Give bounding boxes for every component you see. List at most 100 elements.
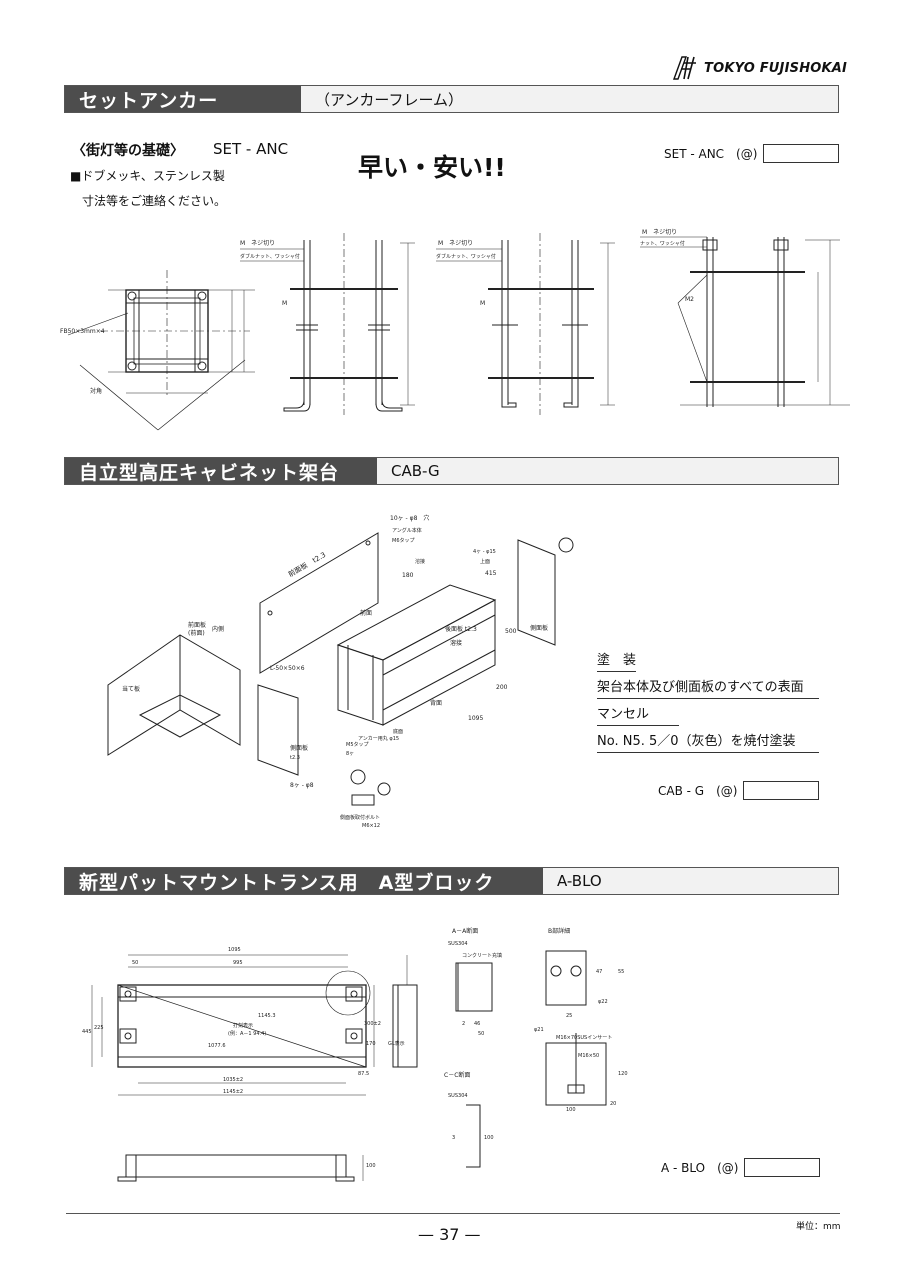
d1095-label: 1095 — [228, 947, 241, 953]
d50-label-a: 50 — [132, 960, 138, 966]
price-box — [744, 1158, 821, 1177]
stopper-label: 当て板 — [122, 685, 140, 693]
d170-label: 170 — [366, 1041, 376, 1047]
painting-line-3: No. N5. 5／0（灰色）を焼付塗装 — [597, 726, 819, 753]
front-plate — [259, 532, 379, 674]
d46-label: 46 — [474, 1021, 480, 1027]
d225-label: 225 — [94, 1025, 104, 1031]
price-field-set-anc: SET - ANC (@) — [664, 144, 840, 163]
price-box — [763, 144, 840, 163]
t23-label: t2.3 — [290, 755, 300, 761]
mark-label: 打刻表示 — [233, 1022, 253, 1029]
weld-label: 溶接 — [415, 558, 425, 565]
a-block-plan-view: 1095 995 50 1145.3 打刻表示 (例：A－1 94.4) 107… — [82, 947, 405, 1096]
anchor-frame-drawing: FB50×3mm×4 対角 M ネジ切り ダブルナット、ワッシャ付 M — [60, 229, 850, 431]
cc-section-label: C－C断面 — [444, 1071, 470, 1079]
aa-section: A－A断面 SUS304 コンクリート充填 46 2 50 — [448, 927, 502, 1037]
d1145-label: 1145.3 — [258, 1013, 276, 1019]
aa-section-label: A－A断面 — [452, 927, 478, 935]
b-detail: B部詳細 47 55 φ22 25 φ21 M16×70SUSインサート M16… — [534, 927, 628, 1113]
holes-15-label: 4ヶ - φ15 — [473, 549, 496, 555]
a-block-bottom-view: 100 — [117, 1154, 376, 1182]
insert-label: M16×70SUSインサート — [556, 1035, 612, 1041]
cabinet-stand-drawing: 前面板 t2.3 10ヶ - φ8 穴 アングル本体 M6タップ 前面 溶接 上… — [107, 514, 574, 829]
inner-front2-label: (前面) — [188, 629, 205, 637]
back-plate-label: 後面板 t2.3 — [445, 625, 477, 633]
frame-front — [382, 599, 496, 726]
a-block-drawing: 1095 995 50 1145.3 打刻表示 (例：A－1 94.4) 107… — [82, 927, 628, 1182]
usage-heading: 〈街灯等の基礎〉 — [72, 143, 184, 159]
d21-label: φ21 — [534, 1027, 544, 1033]
brand-name: TOKYO FUJISHOKAI — [704, 60, 848, 76]
side-plate-left-label: 側面板 — [290, 744, 308, 752]
weld2-label: 溶接 — [450, 639, 462, 647]
d25-label: 25 — [566, 1013, 572, 1019]
inner-front-label: 前面板 — [188, 621, 206, 629]
anchor-elevation-1: M ネジ切り ダブルナット、ワッシャ付 M — [240, 233, 415, 415]
product-code: SET - ANC — [213, 140, 289, 158]
price-field-a-blo: A - BLO (@) — [661, 1158, 821, 1177]
fb-label: FB50×3mm×4 — [60, 328, 105, 335]
right-side-plate — [517, 539, 556, 646]
sus304-label-b: SUS304 — [448, 1093, 468, 1099]
m-thread-label-3: M ネジ切り — [642, 229, 677, 236]
d87-label: 87.5 — [358, 1071, 369, 1077]
d55-label: 55 — [618, 969, 624, 975]
section-subtitle: （アンカーフレーム） — [315, 90, 464, 109]
section-subtitle: A-BLO — [557, 872, 602, 890]
d100-label-c: 100 — [566, 1107, 576, 1113]
d47-label: 47 — [596, 969, 602, 975]
d22-label: φ22 — [598, 999, 608, 1005]
price-field-cab-g: CAB - G (@) — [658, 781, 820, 800]
m-label-1: M — [282, 300, 287, 307]
gl-label: GL表示 — [388, 1040, 405, 1047]
left-side-plate — [257, 684, 299, 776]
section-header-a-block: 新型パットマウントトランス用 A型ブロック A-BLO — [64, 867, 839, 895]
page-number: — 37 — — [418, 1225, 481, 1244]
mark-eg-label: (例：A－1 94.4) — [228, 1030, 266, 1037]
d445-label: 445 — [82, 1029, 92, 1035]
d1035-label: 1035±2 — [223, 1077, 243, 1083]
m2-label: M2 — [685, 296, 694, 303]
d2-label-a: 2 — [462, 1021, 465, 1027]
section-header-cabinet-stand: 自立型高圧キャビネット架台 CAB-G — [64, 457, 839, 485]
material-note: ■ドブメッキ、ステンレス製 — [70, 169, 225, 183]
nut-washer-label: ナット、ワッシャ付 — [640, 240, 685, 247]
bolt-label: 側面板取付ボルト — [340, 814, 380, 821]
cc-section: C－C断面 SUS304 3 100 — [444, 1071, 494, 1168]
m-thread-label-2: M ネジ切り — [438, 240, 473, 247]
sus304-label-a: SUS304 — [448, 941, 468, 947]
contact-note: 寸法等をご連絡ください。 — [82, 194, 227, 208]
inner-corner-detail — [107, 634, 241, 756]
holes-8-label: 8ヶ - φ8 — [290, 782, 314, 789]
anchor-elevation-2: M ネジ切り ダブルナット、ワッシャ付 M — [436, 233, 615, 415]
dim-500: 500 — [505, 628, 517, 635]
section-title: セットアンカー — [65, 86, 301, 112]
anchor-plan-view: FB50×3mm×4 対角 — [60, 270, 255, 431]
d995-label: 995 — [233, 960, 243, 966]
brand-logo: TOKYO FUJISHOKAI — [672, 55, 847, 81]
front-plate-label: 前面板 t2.3 — [287, 550, 328, 579]
concrete-label: コンクリート充填 — [462, 952, 502, 959]
d300-label: 300±2 — [364, 1021, 381, 1027]
dim-415: 415 — [485, 570, 497, 577]
a-block-side-view — [392, 955, 418, 1068]
price-label: CAB - G (@) — [658, 784, 738, 798]
painting-line-2: マンセル — [597, 699, 680, 726]
catchphrase: 早い・安い!! — [358, 153, 506, 182]
d3-label: 3 — [452, 1135, 455, 1141]
anchor-hole-label: アンカー用丸 φ15 — [358, 735, 399, 742]
bolt-size-label: M6×12 — [362, 823, 380, 829]
anchor-elevation-3: M ネジ切り ナット、ワッシャ付 M2 — [640, 229, 850, 407]
dim-200: 200 — [496, 684, 508, 691]
painting-spec: 塗 装 架台本体及び側面板のすべての表面 マンセル No. N5. 5／0（灰色… — [597, 645, 819, 753]
frame-top — [336, 584, 497, 661]
dim-1095: 1095 — [468, 715, 483, 722]
b-detail-label: B部詳細 — [548, 927, 570, 935]
d1145b-label: 1145±2 — [223, 1089, 243, 1095]
section-subtitle: CAB-G — [391, 462, 440, 480]
double-nut-label-1: ダブルナット、ワッシャ付 — [240, 253, 300, 260]
footer-rule — [66, 1213, 840, 1214]
d20-label: 20 — [610, 1101, 616, 1107]
m5-tap-label: M5タップ — [346, 741, 369, 748]
